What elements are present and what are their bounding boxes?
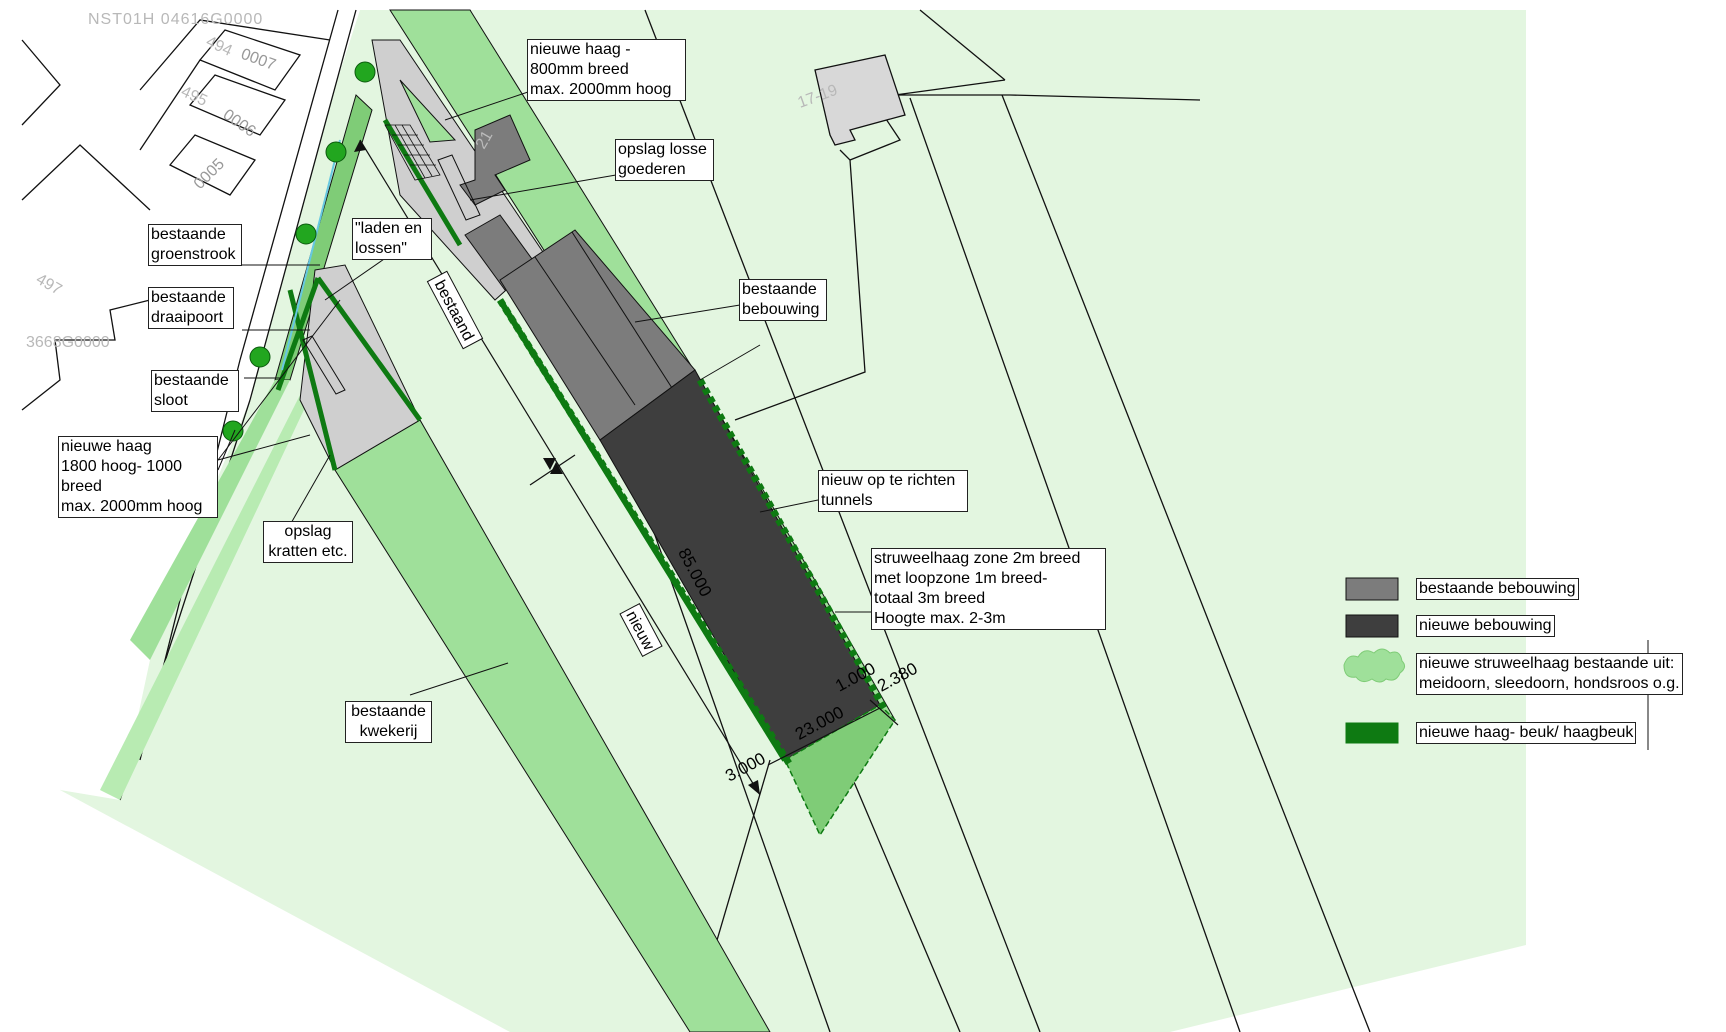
tree <box>325 141 347 163</box>
draaipoort-gate <box>302 335 346 395</box>
parcel-number-497: 497 <box>33 271 65 299</box>
tree <box>249 346 271 368</box>
legend-label-shrub-hedge: nieuwe struweelhaag bestaande uit: meido… <box>1416 653 1683 695</box>
road-trees <box>222 61 376 442</box>
plot-number-0006: 0006 <box>220 106 259 140</box>
paved-yard-lower <box>299 264 421 471</box>
legend-swatch-shrub-hedge <box>1343 648 1406 683</box>
callout-bestaande-draaipoort: bestaande draaipoort <box>148 287 234 329</box>
callout-nieuwe-haag-800: nieuwe haag - 800mm breed max. 2000mm ho… <box>527 39 686 101</box>
beech-hedge-lines <box>275 118 463 471</box>
callout-bestaande-sloot: bestaande sloot <box>151 370 239 412</box>
tree <box>295 223 317 245</box>
callout-bestaande-kwekerij: bestaande kwekerij <box>345 701 432 743</box>
legend-swatch-existing-building <box>1345 577 1399 601</box>
green-triangle <box>399 79 457 143</box>
legend-swatch-new-building <box>1345 614 1399 638</box>
parcel-code-top: NST01H 04616G0000 <box>88 11 263 28</box>
light-green-field <box>60 10 1526 1032</box>
green-band-left <box>100 380 318 800</box>
tree <box>354 61 376 83</box>
parcel-code-side: 3668G0000 <box>26 334 110 351</box>
existing-building-divider-2 <box>571 231 673 389</box>
callout-bestaande-groenstrook: bestaande groenstrook <box>148 224 242 266</box>
legend-swatch-beech-hedge <box>1345 722 1399 744</box>
hatched-area <box>384 124 441 181</box>
existing-building-21 <box>459 114 531 206</box>
arrow-top <box>354 140 366 152</box>
plot-number-21: 21 <box>473 128 497 152</box>
callout-opslag-losse-goederen: opslag losse goederen <box>615 139 714 181</box>
existing-building-divider-1 <box>534 256 636 406</box>
legend-label-beech-hedge: nieuwe haag- beuk/ haagbeuk <box>1416 722 1637 744</box>
shrub-hedge-right-line <box>696 378 889 712</box>
arrow-mid-2 <box>550 462 563 474</box>
legend-label-existing-building: bestaande bebouwing <box>1416 578 1579 600</box>
callout-nieuwe-haag-1800: nieuwe haag 1800 hoog- 1000 breed max. 2… <box>58 436 218 518</box>
arrow-bottom <box>748 780 760 795</box>
field-boundary-lines <box>469 9 1371 1032</box>
plot-number-0007: 0007 <box>239 46 278 74</box>
parcel-number-494: 494 <box>203 33 234 60</box>
callout-nieuw-tunnels: nieuw op te richten tunnels <box>818 470 968 512</box>
callout-struweelhaag: struweelhaag zone 2m breed met loopzone … <box>871 548 1106 630</box>
shrub-hedge-zone <box>784 704 896 837</box>
loading-bay <box>437 154 481 221</box>
arrow-mid-1 <box>543 458 556 470</box>
plot-number-0005: 0005 <box>191 156 228 193</box>
legend-label-new-building: nieuwe bebouwing <box>1416 615 1555 637</box>
callout-opslag-kratten: opslag kratten etc. <box>263 521 353 563</box>
callout-bestaande-bebouwing: bestaande bebouwing <box>739 279 827 321</box>
groenstrook-lower <box>130 380 290 660</box>
callout-laden-lossen: "laden en lossen" <box>352 218 432 260</box>
shrub-hedge-left-line <box>497 298 793 767</box>
ditch-line <box>281 139 341 371</box>
